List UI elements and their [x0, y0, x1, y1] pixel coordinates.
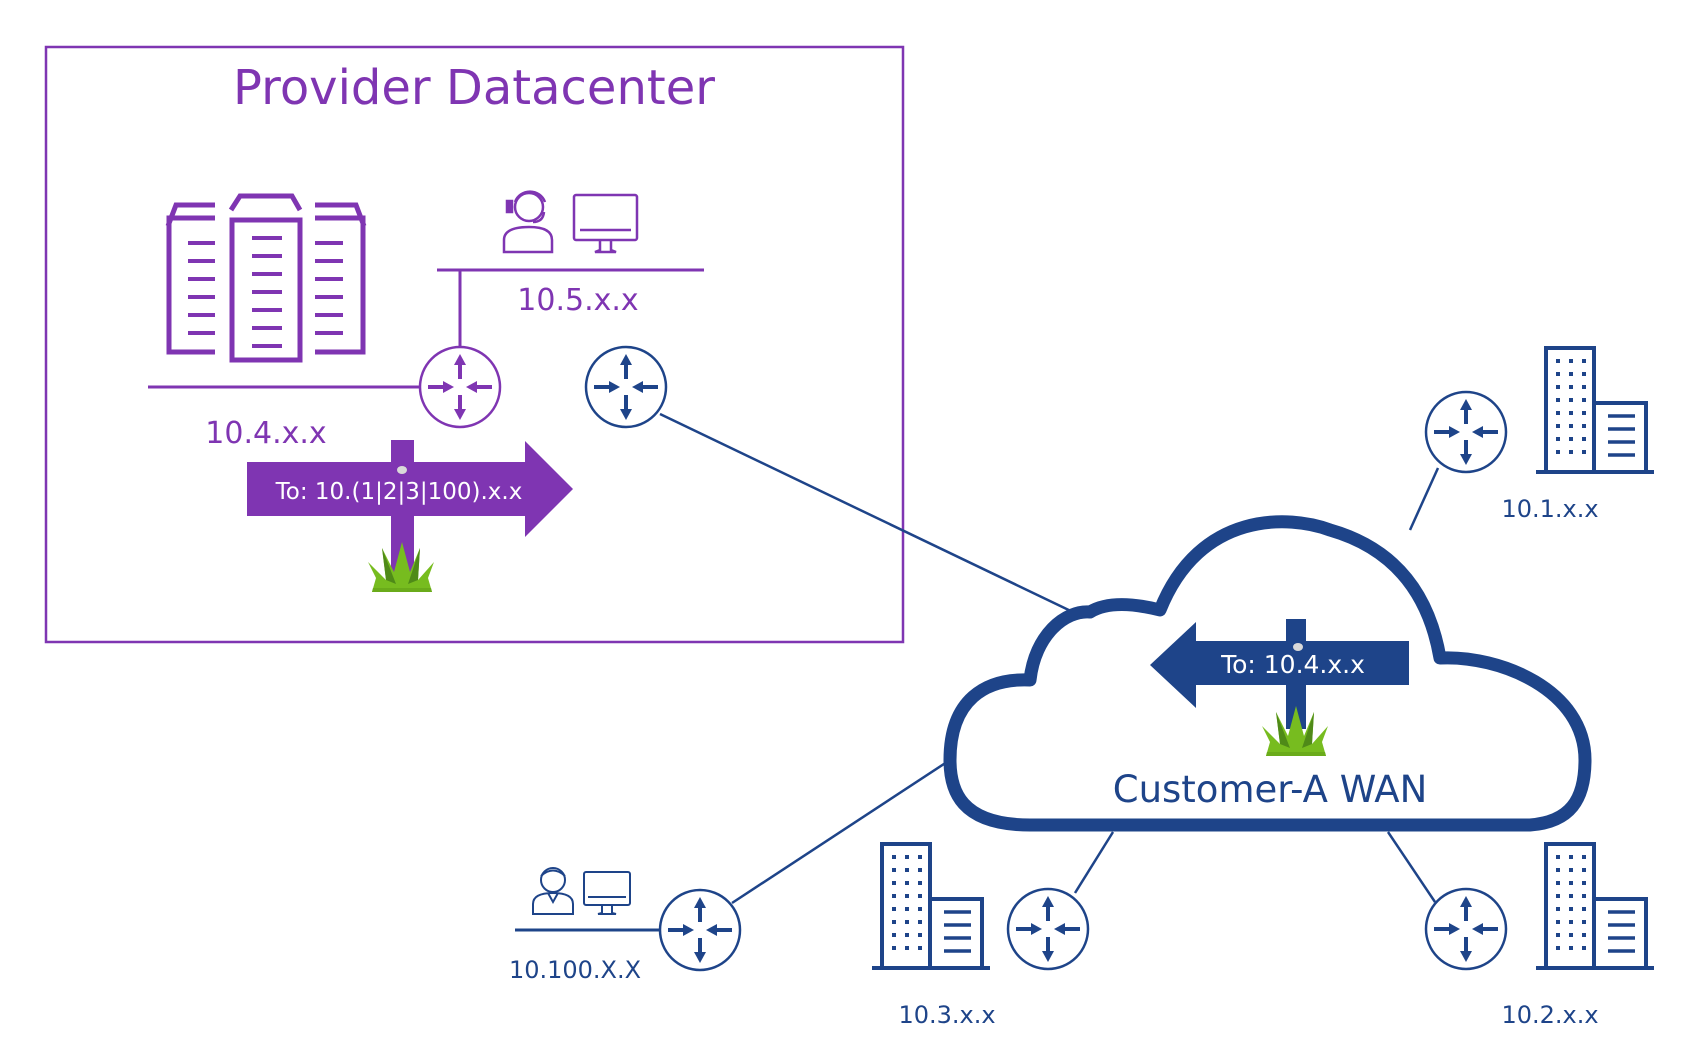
datacenter-wan-link — [659, 412, 1101, 627]
support-agent-icon — [502, 190, 554, 254]
site-2-router-icon — [1424, 887, 1508, 971]
server-subnet-label: 10.4.x.x — [205, 416, 326, 451]
site-1-subnet-label: 10.1.x.x — [1501, 495, 1598, 523]
wan-route-sign: To: 10.4.x.x — [1150, 619, 1409, 756]
site-100-router-icon — [658, 888, 742, 972]
site-2-building-icon — [1534, 842, 1656, 970]
site-1-wan-link — [1408, 467, 1440, 531]
sign-nail — [1293, 643, 1303, 651]
sign-nail — [397, 466, 407, 474]
provider-core-router-icon — [418, 345, 502, 429]
sign-arrow — [247, 441, 573, 537]
site-3-subnet-label: 10.3.x.x — [898, 1001, 995, 1029]
server-rack-icon — [165, 193, 367, 363]
provider-route-sign-text: To: 10.(1|2|3|100).x.x — [275, 479, 523, 505]
sign-arrow — [1150, 622, 1409, 708]
operator-subnet-label: 10.5.x.x — [517, 283, 638, 318]
site-3-wan-link — [1073, 831, 1115, 894]
provider-edge-router-icon — [584, 345, 668, 429]
grass-icon — [368, 542, 434, 592]
site-100-wan-link — [731, 758, 951, 905]
site-1-router-icon — [1424, 390, 1508, 474]
monitor-icon — [572, 193, 639, 254]
site-100-monitor-icon — [583, 871, 631, 915]
site-1-building-icon — [1534, 346, 1656, 474]
provider-route-sign: To: 10.(1|2|3|100).x.x — [247, 440, 573, 592]
wan-route-sign-text: To: 10.4.x.x — [1220, 650, 1365, 679]
site-2-wan-link — [1386, 831, 1437, 903]
site-3-building-icon — [870, 842, 992, 970]
site-3-router-icon — [1006, 887, 1090, 971]
provider-datacenter-boundary — [44, 45, 905, 644]
site-100-user-icon — [532, 867, 574, 915]
provider-datacenter-title: Provider Datacenter — [233, 60, 715, 116]
site-2-subnet-label: 10.2.x.x — [1501, 1001, 1598, 1029]
wan-title: Customer-A WAN — [1113, 768, 1428, 811]
site-100-subnet-label: 10.100.X.X — [509, 956, 641, 984]
